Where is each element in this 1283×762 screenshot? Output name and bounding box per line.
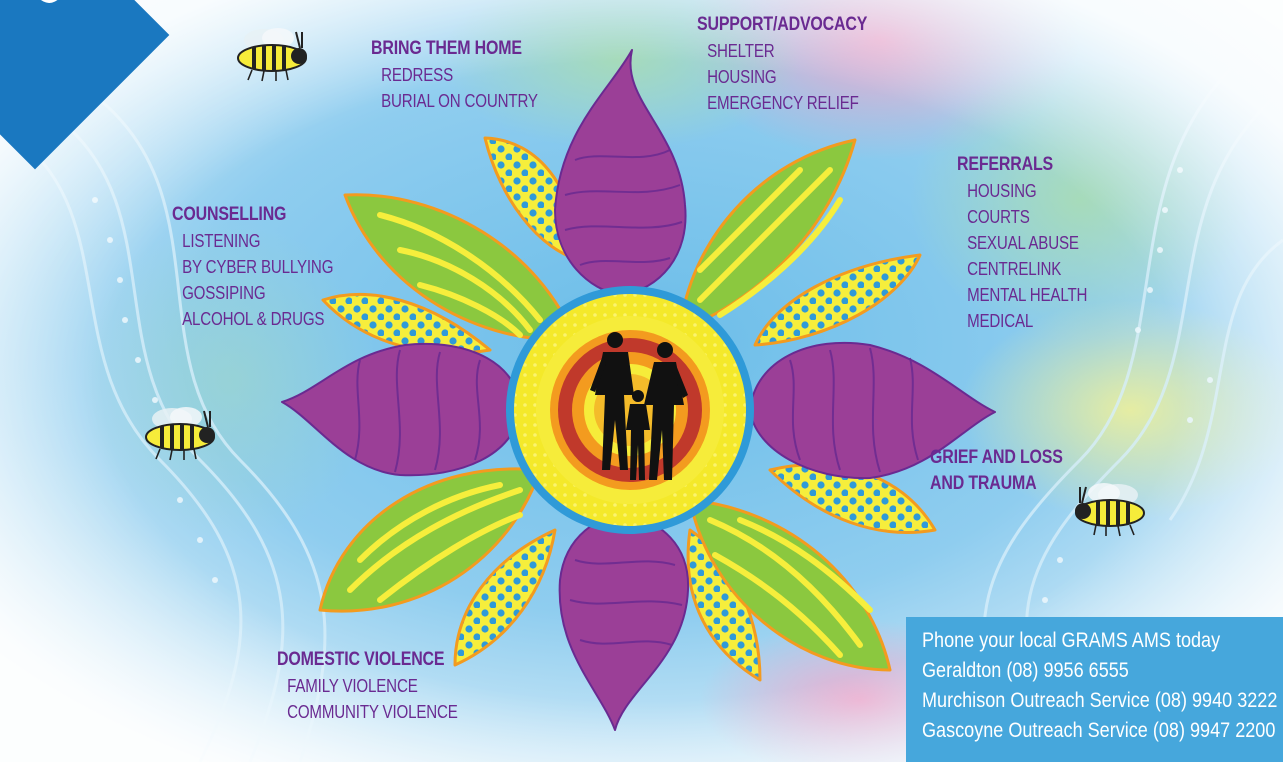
group-heading: COUNSELLING xyxy=(172,204,287,225)
group-grief-and-loss: GRIEF AND LOSS AND TRAUMA xyxy=(930,445,1063,497)
dotted-petal xyxy=(768,463,937,534)
group-item: COURTS xyxy=(967,207,1030,227)
contact-line-murchison: Murchison Outreach Service (08) 9940 322… xyxy=(922,689,1278,712)
flower-artwork xyxy=(281,49,996,731)
group-heading: AND TRAUMA xyxy=(930,473,1037,494)
group-heading: BRING THEM HOME xyxy=(371,38,522,59)
family-silhouette xyxy=(590,332,688,480)
group-item: MEDICAL xyxy=(967,311,1034,331)
group-domestic-violence: DOMESTIC VIOLENCE FAMILY VIOLENCE COMMUN… xyxy=(277,647,458,725)
group-heading: DOMESTIC VIOLENCE xyxy=(277,649,445,670)
group-item: FAMILY VIOLENCE xyxy=(287,676,418,696)
contact-line-geraldton: Geraldton (08) 9956 6555 xyxy=(922,659,1129,682)
group-item: BURIAL ON COUNTRY xyxy=(381,91,538,111)
group-item: ALCOHOL & DRUGS xyxy=(182,309,325,329)
group-heading: SUPPORT/ADVOCACY xyxy=(697,14,868,35)
bee-icon xyxy=(237,28,307,82)
group-bring-them-home: BRING THEM HOME REDRESS BURIAL ON COUNTR… xyxy=(371,36,538,114)
dotted-petal xyxy=(321,293,492,355)
dotted-petal xyxy=(453,528,557,667)
group-item: REDRESS xyxy=(381,65,454,85)
group-item: MENTAL HEALTH xyxy=(967,285,1088,305)
group-item: SHELTER xyxy=(707,41,775,61)
contact-line-gascoyne: Gascoyne Outreach Service (08) 9947 2200 xyxy=(922,719,1276,742)
group-heading: REFERRALS xyxy=(957,154,1054,175)
group-counselling: COUNSELLING LISTENING BY CYBER BULLYING … xyxy=(172,202,333,332)
bee-icon xyxy=(1075,483,1145,537)
bee-icon xyxy=(145,407,215,461)
contact-box: Phone your local GRAMS AMS today Geraldt… xyxy=(906,617,1283,762)
group-referrals: REFERRALS HOUSING COURTS SEXUAL ABUSE CE… xyxy=(957,152,1087,334)
group-item: CENTRELINK xyxy=(967,259,1062,279)
group-support-advocacy: SUPPORT/ADVOCACY SHELTER HOUSING EMERGEN… xyxy=(697,12,867,116)
group-item: COMMUNITY VIOLENCE xyxy=(287,702,458,722)
group-item: EMERGENCY RELIEF xyxy=(707,93,859,113)
group-item: LISTENING xyxy=(182,231,261,251)
group-item: GOSSIPING xyxy=(182,283,266,303)
group-item: BY CYBER BULLYING xyxy=(182,257,334,277)
dotted-petal xyxy=(686,528,762,682)
group-item: SEXUAL ABUSE xyxy=(967,233,1079,253)
dotted-petal xyxy=(753,253,922,347)
group-item: HOUSING xyxy=(707,67,777,87)
group-heading: GRIEF AND LOSS xyxy=(930,447,1063,468)
group-item: HOUSING xyxy=(967,181,1037,201)
contact-heading: Phone your local GRAMS AMS today xyxy=(922,629,1221,652)
